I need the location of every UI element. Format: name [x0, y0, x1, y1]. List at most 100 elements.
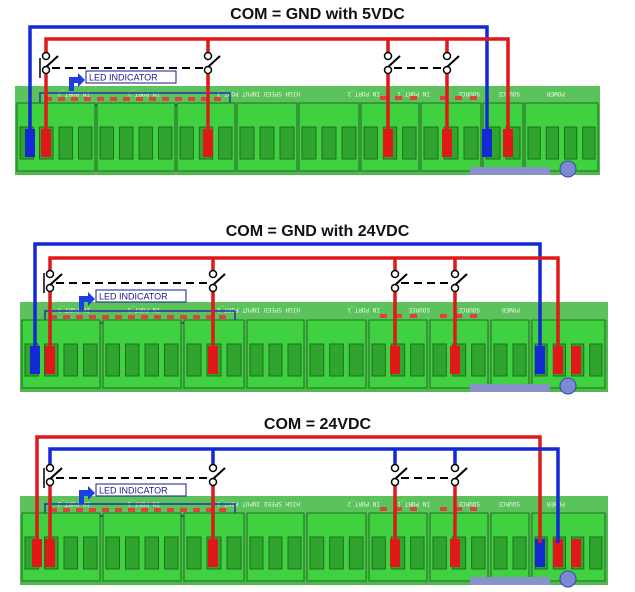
terminal-slot — [249, 343, 264, 377]
terminal-slot — [348, 536, 364, 570]
led — [102, 508, 109, 512]
silkscreen-label: POWER — [547, 90, 565, 97]
silkscreen-strip — [15, 86, 600, 104]
connector — [470, 577, 550, 585]
silkscreen-label: IN PORT_2 — [347, 90, 380, 97]
led — [214, 97, 221, 101]
terminal-slot — [218, 126, 233, 160]
led — [63, 315, 70, 319]
terminal-slot — [527, 126, 541, 160]
terminal-slot — [493, 343, 508, 377]
switch-contact — [450, 269, 460, 279]
switch-lever — [394, 273, 408, 286]
terminal-slot — [410, 536, 425, 570]
led — [149, 97, 156, 101]
led — [50, 508, 57, 512]
led — [380, 507, 387, 511]
wire-plug — [390, 346, 400, 374]
silkscreen-label: SOURCE — [458, 500, 480, 507]
led — [141, 508, 148, 512]
wire-plug — [442, 129, 452, 157]
led — [440, 314, 447, 318]
silkscreen-label: POWER — [502, 306, 520, 313]
led — [395, 314, 402, 318]
led — [410, 507, 417, 511]
switch-lever — [212, 273, 226, 286]
connector — [470, 384, 550, 392]
terminal-slot — [78, 126, 93, 160]
terminal-slot — [309, 343, 325, 377]
terminal-slot — [268, 536, 283, 570]
terminal-slot — [268, 343, 283, 377]
terminal-slot — [249, 536, 264, 570]
wire-plug — [535, 539, 545, 567]
led-indicator-label: LED INDICATOR — [99, 486, 168, 496]
switch-contact — [442, 65, 452, 75]
silkscreen-label: SOURCE — [408, 306, 430, 313]
silkscreen-label: IN PORT_1 — [347, 306, 380, 313]
terminal-slot — [512, 343, 527, 377]
switch-lever — [49, 467, 63, 480]
led — [455, 314, 462, 318]
terminal-slot — [287, 343, 302, 377]
terminal-slot — [423, 126, 439, 160]
switch-contact — [45, 477, 55, 487]
terminal-slot — [279, 126, 295, 160]
terminal-slot — [589, 343, 603, 377]
led-indicator-box — [95, 289, 187, 303]
led — [206, 315, 213, 319]
switch-contact — [383, 51, 393, 61]
silkscreen-label: POWER — [547, 500, 565, 507]
led — [71, 97, 78, 101]
terminal-slot — [105, 536, 120, 570]
wire-plug — [32, 539, 42, 567]
switch-contact — [390, 283, 400, 293]
terminal-slot — [158, 126, 173, 160]
terminal-slot — [545, 126, 559, 160]
terminal-slot — [432, 343, 447, 377]
led — [193, 508, 200, 512]
terminal-slot — [471, 343, 486, 377]
terminal-slot — [144, 536, 159, 570]
switch-contact — [45, 283, 55, 293]
terminal-slot — [402, 126, 417, 160]
wire-plug — [503, 129, 513, 157]
led — [115, 508, 122, 512]
silkscreen-label: IN PORT_1 — [397, 90, 430, 97]
switch-lever — [387, 55, 401, 68]
led — [193, 315, 200, 319]
switch-contact — [442, 51, 452, 61]
wire-plug — [30, 346, 40, 374]
terminal-slot — [410, 343, 425, 377]
led — [201, 97, 208, 101]
terminal-slot — [164, 343, 179, 377]
led — [76, 508, 83, 512]
led — [58, 97, 65, 101]
switch-contact — [390, 269, 400, 279]
terminal-slot — [463, 126, 479, 160]
led — [470, 314, 477, 318]
led — [206, 508, 213, 512]
wire-plug — [208, 539, 218, 567]
terminal-slot — [63, 536, 78, 570]
switch-contact — [45, 269, 55, 279]
led — [395, 96, 402, 100]
switch-lever — [446, 55, 460, 68]
terminal-slot — [582, 126, 596, 160]
led — [89, 315, 96, 319]
terminal-slot — [58, 126, 73, 160]
terminal-slot — [259, 126, 275, 160]
com-wire — [35, 435, 542, 543]
terminal-slot — [287, 536, 302, 570]
terminal-slot — [125, 536, 140, 570]
led — [440, 96, 447, 100]
terminal-slot — [186, 536, 202, 570]
switch-contact — [208, 283, 218, 293]
silkscreen-label: HIGH SPEED INPUT PORT_2 — [217, 306, 300, 313]
led — [455, 96, 462, 100]
led — [440, 507, 447, 511]
panel-3-title: COM = 24VDC — [263, 416, 372, 433]
terminal-slot — [329, 536, 344, 570]
terminal-slot — [371, 536, 386, 570]
led — [110, 97, 117, 101]
